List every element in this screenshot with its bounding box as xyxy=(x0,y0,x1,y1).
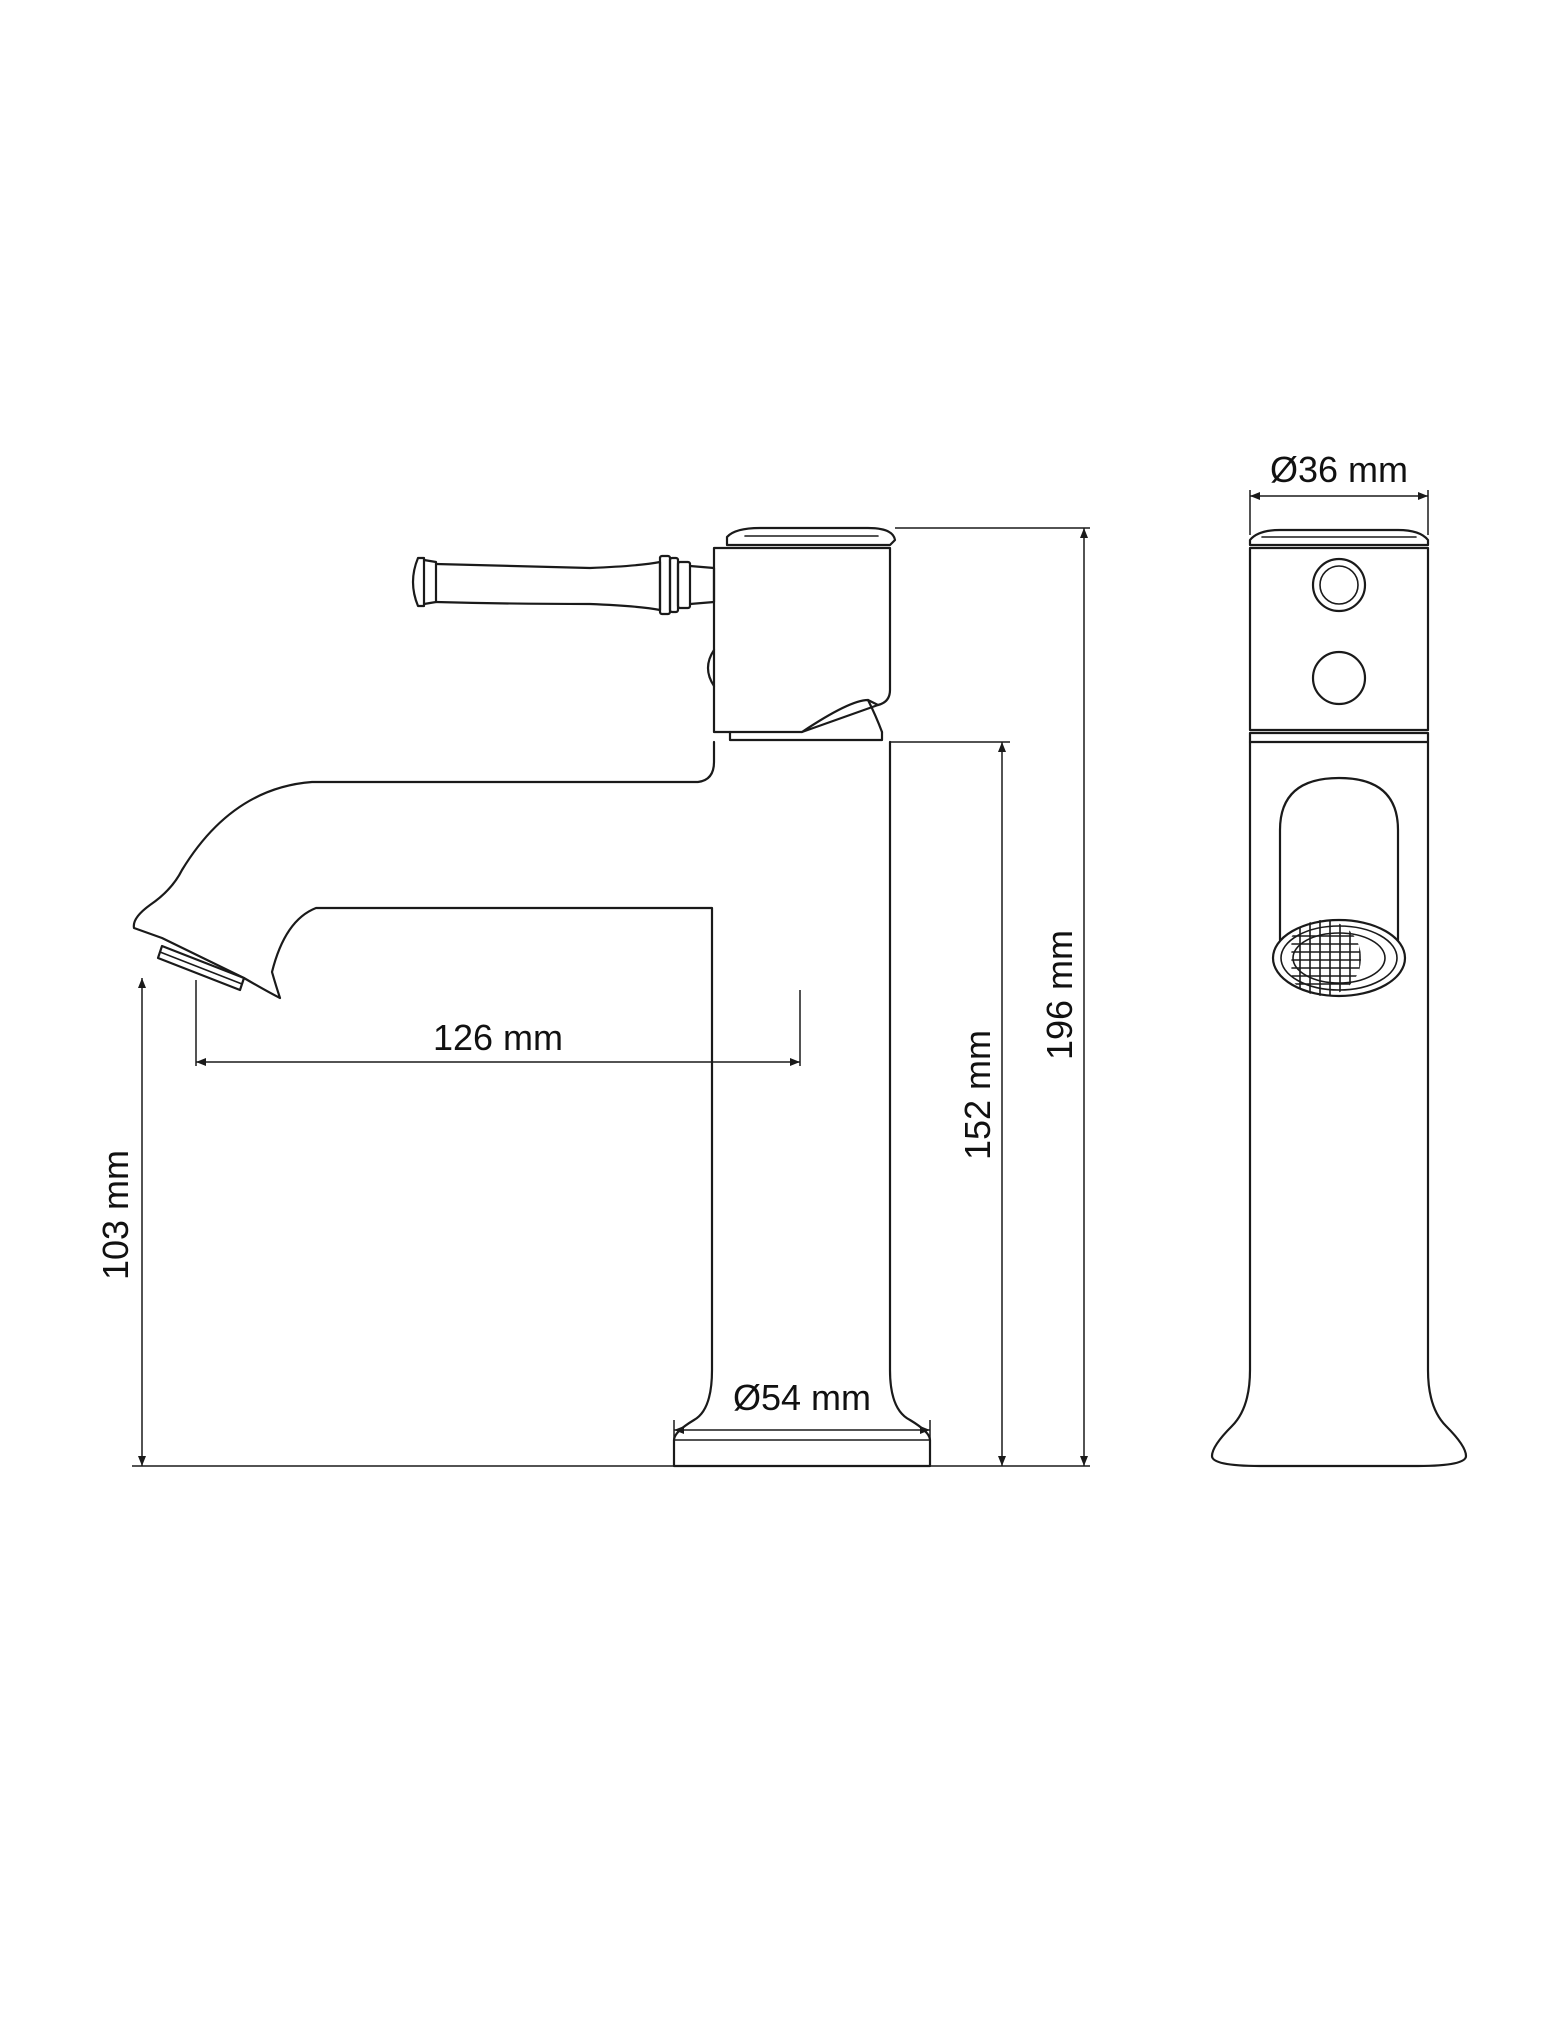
dim-body-height: 152 mm xyxy=(957,1030,998,1160)
dim-base-diameter: Ø54 mm xyxy=(733,1377,871,1418)
dim-body-diameter: Ø36 mm xyxy=(1270,449,1408,490)
lever-housing xyxy=(706,526,897,742)
dim-spout-height: 103 mm xyxy=(95,1150,136,1280)
dim-spout-reach: 126 mm xyxy=(433,1017,563,1058)
faucet-front-view-icon xyxy=(1210,528,1468,1468)
aerator-icon xyxy=(1271,918,1407,998)
dim-total-height: 196 mm xyxy=(1039,930,1080,1060)
faucet-side-view-icon xyxy=(132,526,932,1468)
spout-body xyxy=(132,740,932,1468)
dimension-lines xyxy=(132,490,1429,1467)
lever-handle xyxy=(411,554,716,616)
